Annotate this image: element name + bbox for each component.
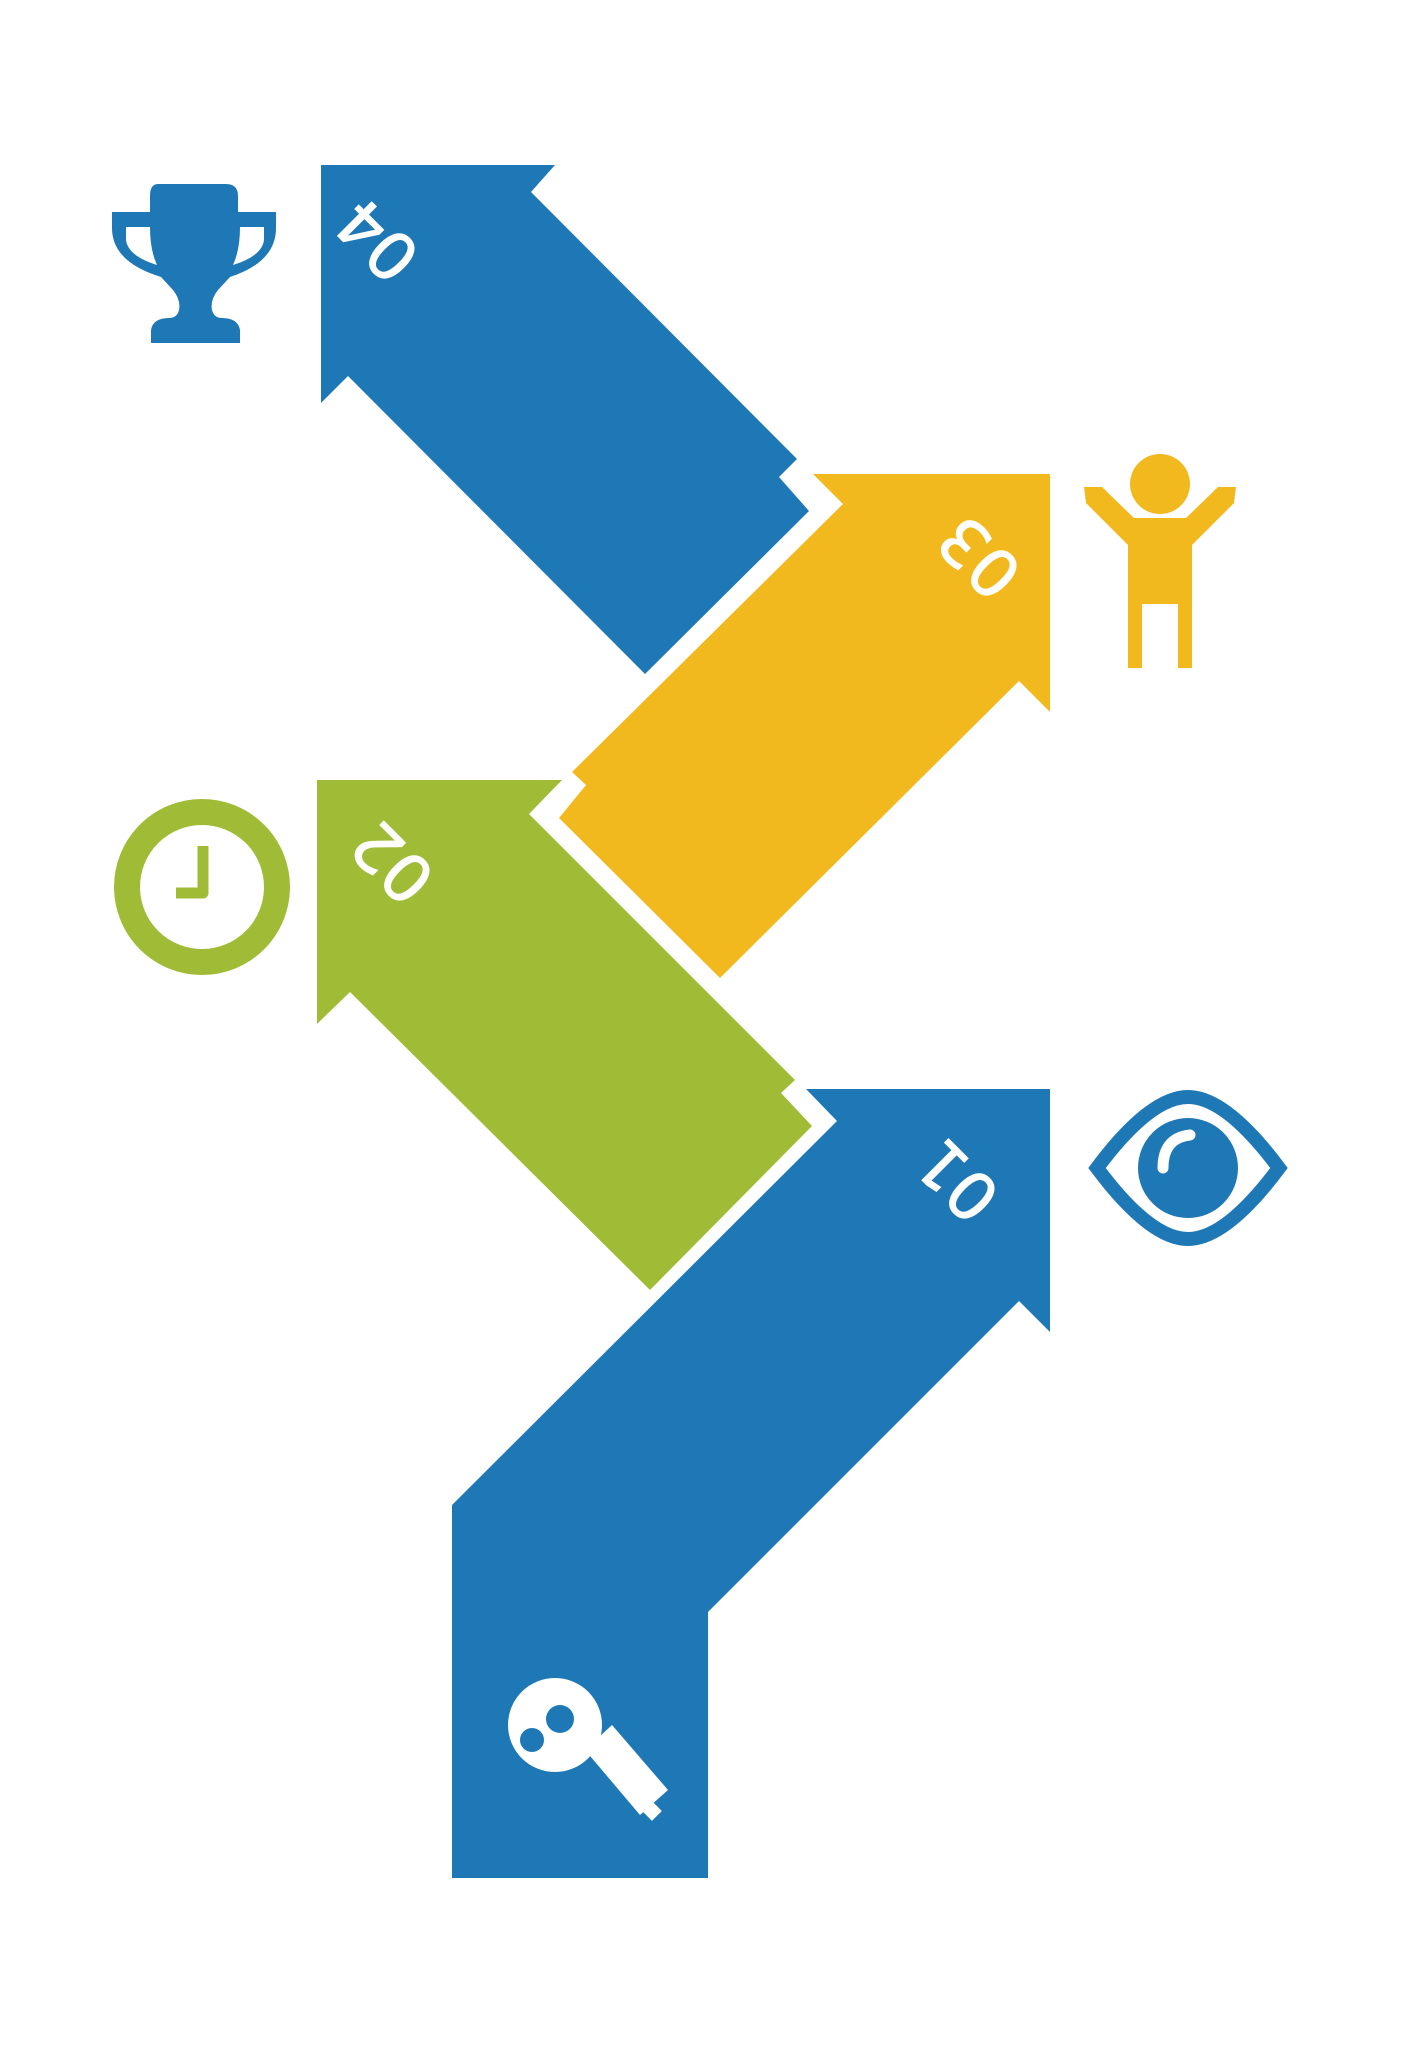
clock-icon [114,799,290,975]
step-01-group: 01 [452,1089,1050,1878]
step-02-group: 02 [317,780,812,1290]
step-03-arrow [559,474,1050,978]
person-arms-raised-icon [1084,454,1236,668]
step-04-arrow [321,165,809,674]
trophy-icon [112,184,276,343]
step-02-arrow [317,780,812,1290]
key-icon [508,1678,668,1821]
step-03-group: 03 [559,474,1050,978]
step-01-arrow [452,1089,1050,1878]
eye-icon [1088,1089,1288,1247]
step-04-group: 04 [321,165,809,674]
